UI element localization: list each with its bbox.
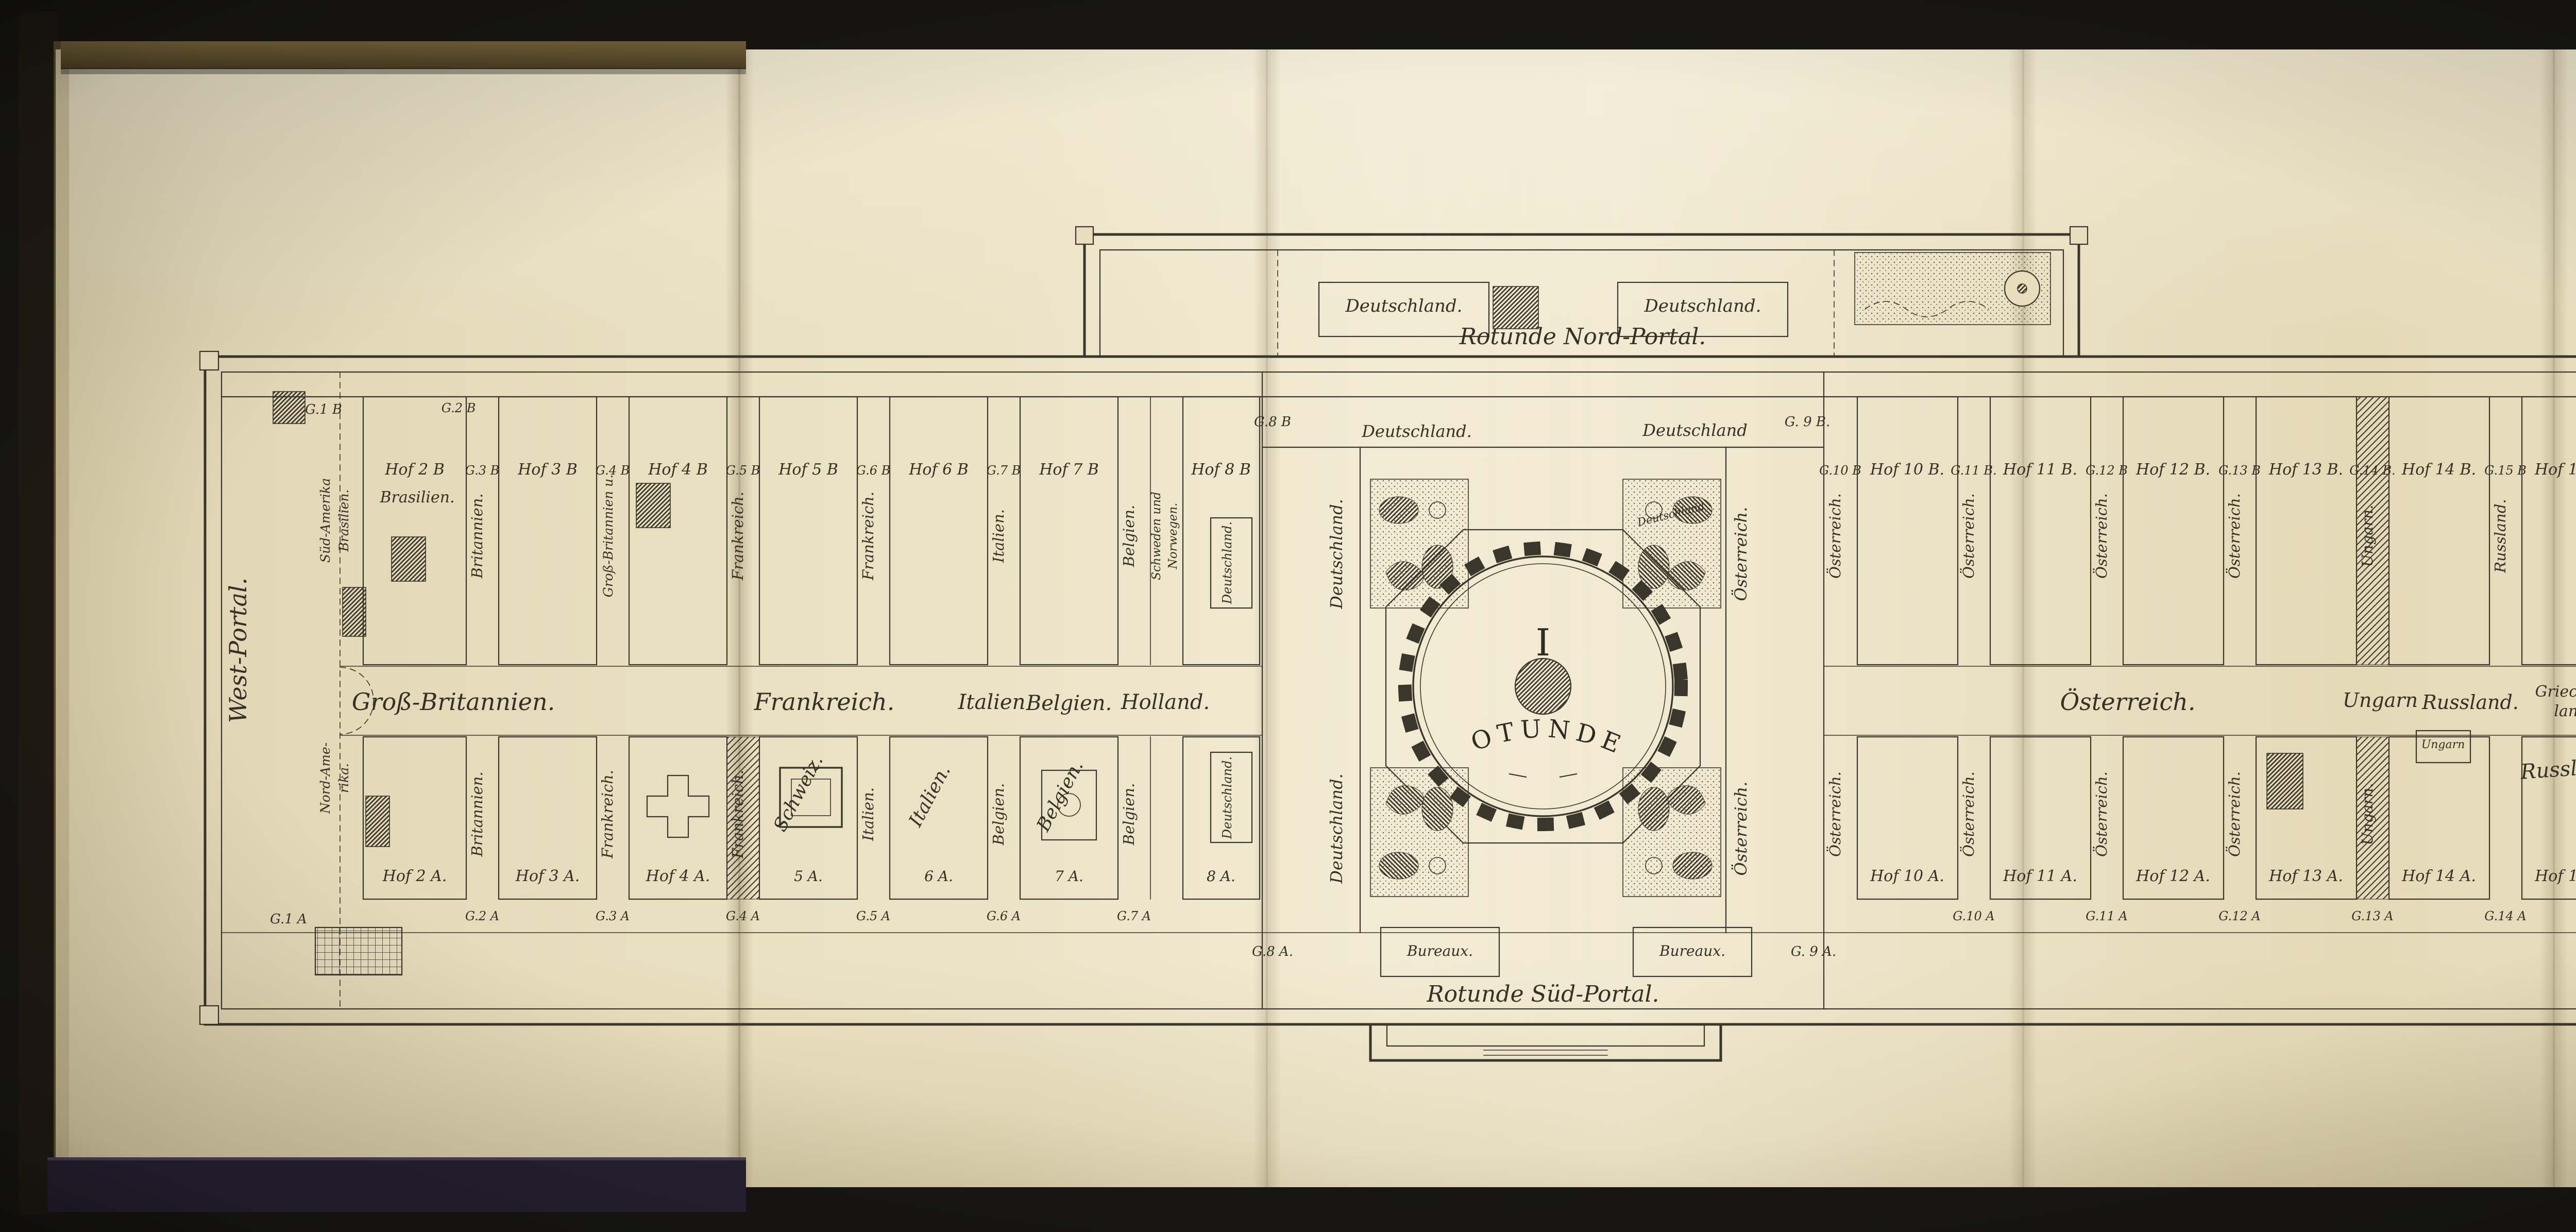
vignette-overlay — [0, 0, 2576, 1232]
scanned-book-plate: West-Portal. Ost-Portal. Rotunde Nord-Po… — [0, 0, 2576, 1232]
exhibition-floor-plan-scan: West-Portal. Ost-Portal. Rotunde Nord-Po… — [0, 0, 2576, 1232]
